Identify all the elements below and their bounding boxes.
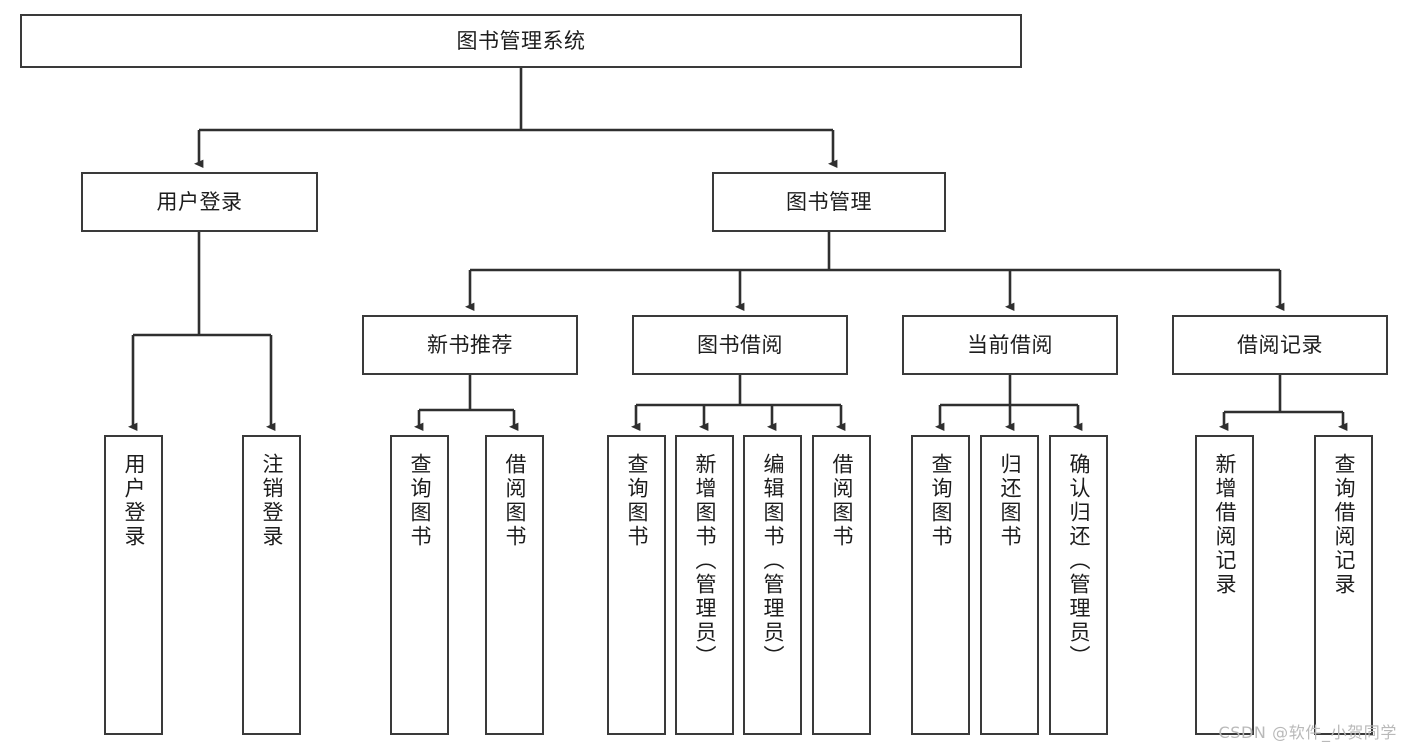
leaf-book-borrow-4-label: 借阅图书 [830,453,854,549]
node-current-borrow[interactable]: 当前借阅 [902,315,1118,375]
node-new-book-recommend[interactable]: 新书推荐 [362,315,578,375]
leaf-book-borrow-3[interactable]: 编辑图书（管理员） [743,435,802,735]
leaf-new-book-2[interactable]: 借阅图书 [485,435,544,735]
leaf-new-book-1[interactable]: 查询图书 [390,435,449,735]
leaf-borrow-record-1[interactable]: 新增借阅记录 [1195,435,1254,735]
leaf-user-login-2[interactable]: 注销登录 [242,435,301,735]
leaf-borrow-record-2-label: 查询借阅记录 [1332,453,1356,597]
leaf-current-borrow-1-label: 查询图书 [929,453,953,549]
leaf-current-borrow-3-label: 确认归还（管理员） [1067,453,1091,669]
leaf-book-borrow-3-label: 编辑图书（管理员） [761,453,785,669]
leaf-current-borrow-3[interactable]: 确认归还（管理员） [1049,435,1108,735]
leaf-borrow-record-2[interactable]: 查询借阅记录 [1314,435,1373,735]
leaf-book-borrow-1[interactable]: 查询图书 [607,435,666,735]
node-user-login-label: 用户登录 [156,189,243,214]
node-root[interactable]: 图书管理系统 [20,14,1022,68]
node-book-borrow-label: 图书借阅 [697,332,783,357]
node-borrow-record-label: 借阅记录 [1237,332,1323,357]
leaf-new-book-2-label: 借阅图书 [503,453,527,549]
leaf-user-login-1-label: 用户登录 [122,453,146,549]
node-borrow-record[interactable]: 借阅记录 [1172,315,1388,375]
node-new-book-recommend-label: 新书推荐 [427,332,513,357]
leaf-borrow-record-1-label: 新增借阅记录 [1213,453,1237,597]
node-user-login[interactable]: 用户登录 [81,172,318,232]
leaf-current-borrow-1[interactable]: 查询图书 [911,435,970,735]
leaf-current-borrow-2[interactable]: 归还图书 [980,435,1039,735]
node-book-manage-label: 图书管理 [786,189,872,214]
node-current-borrow-label: 当前借阅 [967,332,1053,357]
leaf-book-borrow-1-label: 查询图书 [625,453,649,549]
node-book-borrow[interactable]: 图书借阅 [632,315,848,375]
node-root-label: 图书管理系统 [456,28,586,53]
leaf-new-book-1-label: 查询图书 [408,453,432,549]
leaf-book-borrow-4[interactable]: 借阅图书 [812,435,871,735]
leaf-user-login-1[interactable]: 用户登录 [104,435,163,735]
leaf-book-borrow-2-label: 新增图书（管理员） [693,453,717,669]
leaf-user-login-2-label: 注销登录 [260,453,284,549]
leaf-current-borrow-2-label: 归还图书 [998,453,1022,549]
leaf-book-borrow-2[interactable]: 新增图书（管理员） [675,435,734,735]
node-book-manage[interactable]: 图书管理 [712,172,946,232]
csdn-watermark: CSDN @软件_小贺同学 [1218,723,1397,742]
